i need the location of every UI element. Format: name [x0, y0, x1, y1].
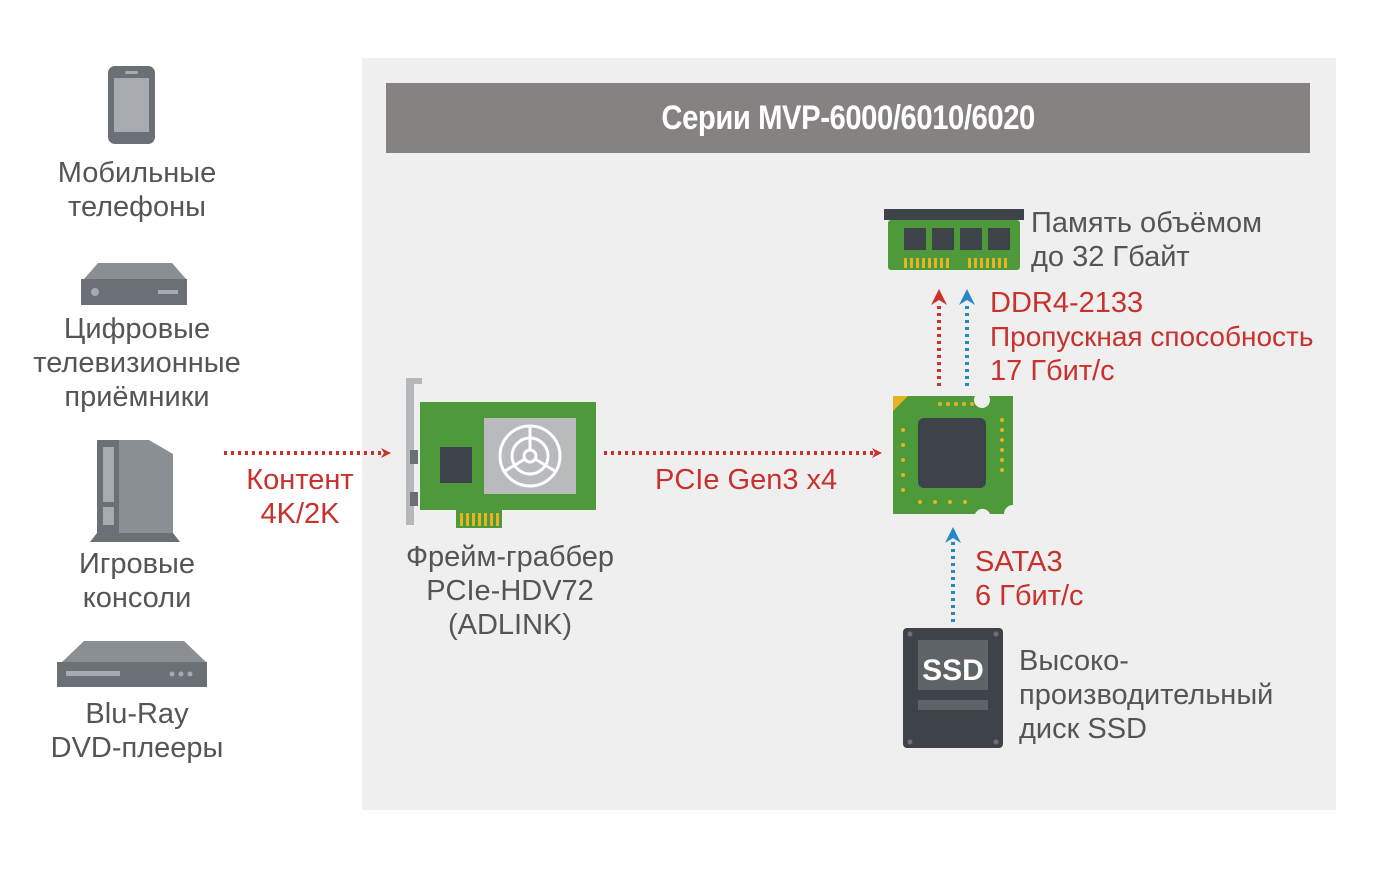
series-title-bar: Серии MVP-6000/6010/6020 — [386, 83, 1310, 153]
label-memory: Память объёмом до 32 Гбайт — [1031, 206, 1331, 274]
ddr-link-blue-arrow — [959, 289, 975, 386]
label-mobile-phones-line1: Мобильные — [57, 157, 217, 189]
label-memory-line2: до 32 Гбайт — [1031, 241, 1190, 273]
label-ddr-link-line2: Пропускная способность — [990, 321, 1314, 352]
label-blu-ray-players-line2: DVD-плееры — [50, 732, 224, 764]
label-sata-link: SATA3 6 Гбит/с — [975, 545, 1175, 613]
label-set-top-boxes-line1: Цифровые — [63, 313, 211, 345]
cpu-module-icon — [893, 392, 1013, 514]
label-sata-link-line2: 6 Гбит/с — [975, 580, 1084, 612]
label-mobile-phones: Мобильные телефоны — [37, 156, 237, 224]
label-ddr-link-line1: DDR4-2133 — [990, 287, 1144, 319]
game-console-icon — [90, 440, 180, 542]
set-top-box-icon — [81, 263, 187, 305]
ddr-link-red-arrow — [931, 289, 947, 386]
memory-module-icon — [884, 209, 1024, 270]
label-game-consoles-line1: Игровые — [78, 548, 196, 580]
ssd-drive-icon: SSD — [903, 628, 1003, 748]
mobile-phone-icon — [108, 66, 155, 144]
label-content-link: Контент 4K/2K — [230, 463, 370, 531]
series-title: Серии MVP-6000/6010/6020 — [661, 99, 1035, 137]
label-ssd-line1: Высоко- — [1019, 645, 1129, 677]
label-content-link-line1: Контент — [246, 464, 354, 496]
label-game-consoles-line2: консоли — [82, 582, 192, 614]
label-ddr-link-line3: 17 Гбит/с — [990, 355, 1115, 387]
label-blu-ray-players: Blu-Ray DVD-плееры — [37, 697, 237, 765]
sata-link-arrow — [945, 527, 961, 622]
label-blu-ray-players-line1: Blu-Ray — [85, 698, 189, 730]
label-frame-grabber-line3: (ADLINK) — [447, 609, 573, 641]
ssd-badge-text: SSD — [922, 654, 984, 687]
label-pcie-link: PCIe Gen3 x4 — [655, 464, 838, 496]
label-sata-link-line1: SATA3 — [975, 546, 1063, 578]
label-game-consoles: Игровые консоли — [37, 547, 237, 615]
label-ddr-link: DDR4-2133 Пропускная способность 17 Гбит… — [990, 286, 1335, 388]
label-frame-grabber-line1: Фрейм-граббер — [405, 541, 615, 573]
label-ssd-line3: диск SSD — [1019, 713, 1147, 745]
label-set-top-boxes-line3: приёмники — [64, 381, 210, 413]
label-frame-grabber: Фрейм-граббер PCIe-HDV72 (ADLINK) — [390, 540, 630, 642]
label-memory-line1: Память объёмом — [1031, 207, 1263, 239]
frame-grabber-card-icon — [406, 378, 596, 528]
label-mobile-phones-line2: телефоны — [67, 191, 207, 223]
label-ssd: Высоко- производительный диск SSD — [1019, 644, 1319, 746]
blu-ray-player-icon — [57, 641, 207, 687]
label-content-link-line2: 4K/2K — [260, 498, 340, 530]
label-set-top-boxes-line2: телевизионные — [33, 347, 241, 379]
label-set-top-boxes: Цифровые телевизионные приёмники — [22, 312, 252, 414]
label-ssd-line2: производительный — [1019, 679, 1274, 711]
label-frame-grabber-line2: PCIe-HDV72 — [426, 575, 594, 607]
